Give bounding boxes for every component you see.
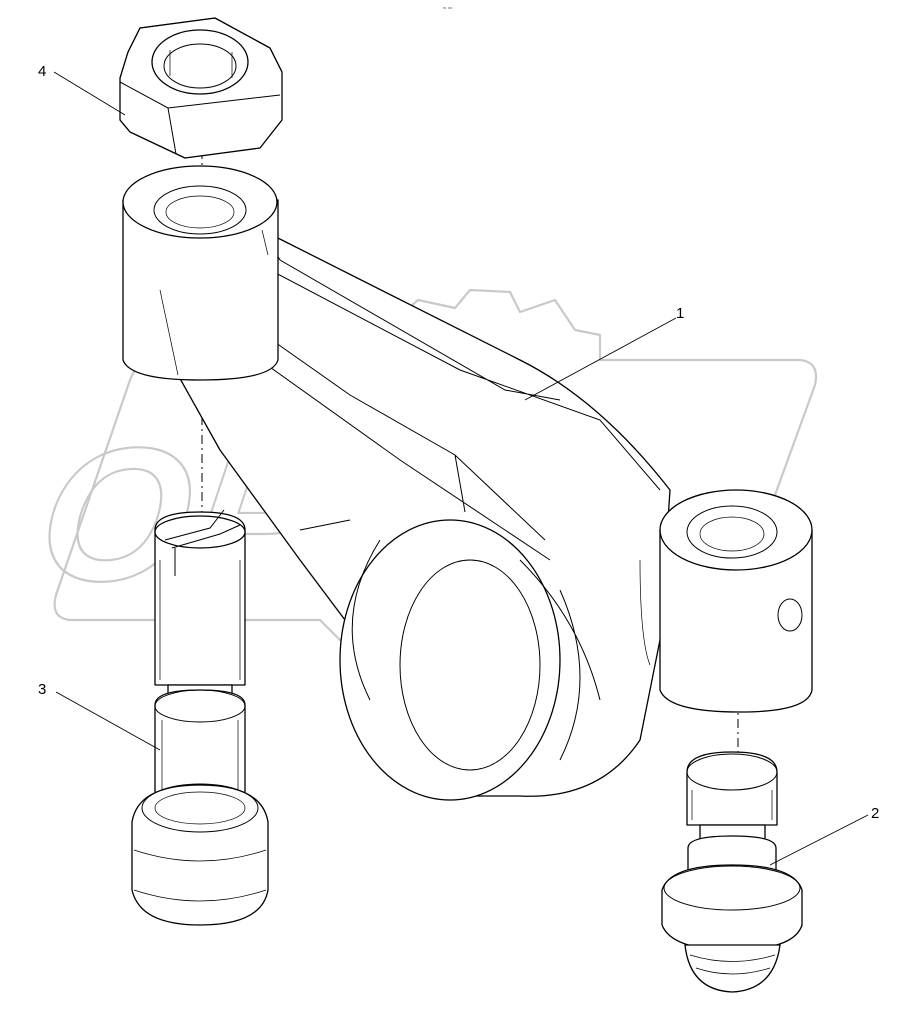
top-mark: ≈ ═ — [443, 6, 453, 12]
ball-pin-flange-top — [663, 865, 801, 911]
leader-line-1 — [524, 317, 677, 401]
ball-pin-part — [661, 751, 803, 993]
hex-nut-bore-lines — [169, 50, 233, 78]
rocker-arm-pad-outer — [339, 519, 561, 801]
rocker-arm-left-boss-top — [122, 165, 278, 239]
rocker-arm-pad-ring — [351, 539, 601, 761]
ball-socket-rim — [141, 783, 259, 833]
screw-body-top — [154, 689, 246, 723]
hex-nut-bore-outer — [151, 29, 249, 95]
screw-body — [154, 689, 246, 796]
callout-1: 1 — [676, 305, 684, 322]
rocker-arm-left-bore-inner — [165, 195, 235, 229]
hex-nut-top-edge — [127, 17, 283, 73]
leader-line-2 — [769, 814, 869, 866]
rocker-arm-right-boss-fillet — [639, 559, 661, 690]
ball-pin-top-body — [686, 751, 778, 826]
ball-pin-flange — [661, 864, 803, 951]
ball-socket-bands — [133, 849, 267, 902]
callout-3: 3 — [38, 681, 46, 698]
rocker-arm-left-bore-outer — [153, 185, 247, 235]
ball-pin-top-face — [686, 753, 778, 791]
rocker-arm-left-boss — [122, 199, 279, 381]
screw-shank-edges — [159, 560, 241, 680]
screw-slot — [164, 509, 241, 576]
rocker-arm-left-boss-fillet — [159, 229, 269, 376]
rocker-arm-right-bore-outer — [686, 505, 778, 559]
ball-pin-ball-bands — [689, 954, 776, 975]
screw-body-edges — [161, 720, 239, 790]
ball-pin-ball — [684, 944, 781, 993]
leader-line-4 — [53, 71, 126, 116]
hex-nut-bore-inner — [163, 43, 237, 89]
callout-4: 4 — [38, 63, 46, 80]
rocker-arm-oil-hole — [777, 598, 803, 632]
ball-socket-cup — [131, 784, 269, 926]
ball-socket-inner-rim — [154, 791, 246, 825]
adjusting-screw-part — [131, 509, 269, 926]
rocker-arm-pad-inner — [399, 559, 541, 771]
rocker-arm-right-boss-top — [659, 489, 813, 571]
hex-nut-face-edges — [119, 81, 281, 155]
rocker-arm-right-bore-inner — [699, 516, 765, 552]
screw-head-top — [154, 515, 246, 549]
rocker-arm-right-boss — [659, 529, 813, 713]
callout-2: 2 — [871, 805, 879, 822]
hex-nut-part — [119, 17, 283, 159]
rocker-arm-part — [122, 165, 813, 801]
leader-line-3 — [55, 691, 161, 751]
ball-pin-top-edges — [691, 790, 773, 820]
